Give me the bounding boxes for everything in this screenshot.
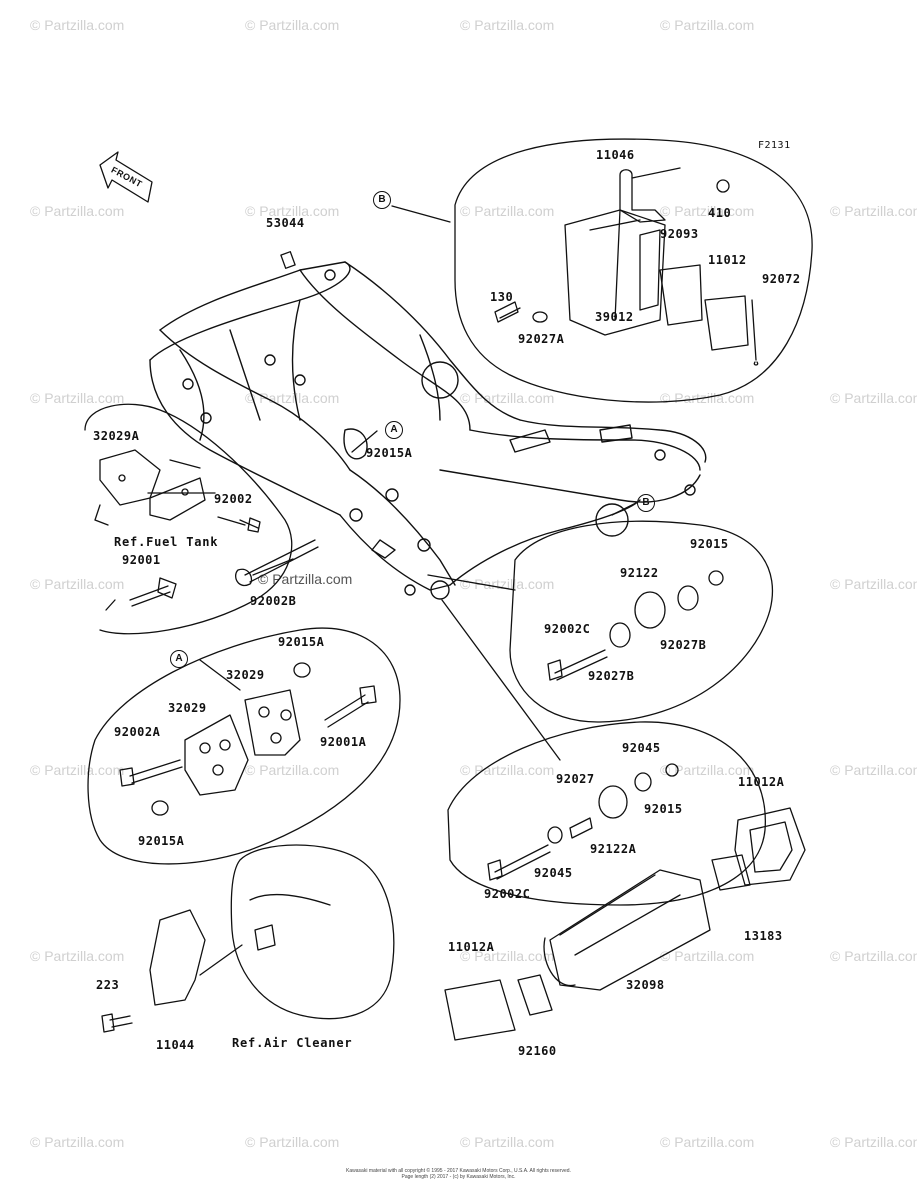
watermark: © Partzilla.com — [830, 576, 917, 592]
watermark: © Partzilla.com — [830, 762, 917, 778]
main-frame — [149, 261, 707, 600]
group-b-parts — [494, 167, 759, 366]
watermark: © Partzilla.com — [30, 390, 125, 406]
watermark: © Partzilla.com — [460, 390, 555, 406]
part-label: 92015 — [644, 802, 683, 816]
part-label: 92002A — [114, 725, 161, 739]
watermark: © Partzilla.com — [830, 203, 917, 219]
group-c-bushing-parts — [487, 763, 679, 881]
ref-air-cleaner: Ref.Air Cleaner — [232, 1036, 353, 1050]
watermark: © Partzilla.com — [660, 1134, 755, 1150]
part-label: 223 — [96, 978, 120, 992]
part-label: 92002C — [484, 887, 531, 901]
watermark: © Partzilla.com — [660, 762, 755, 778]
callout-b: B — [373, 191, 391, 209]
front-direction-arrow: FRONT — [100, 150, 156, 210]
watermark: © Partzilla.com — [30, 203, 125, 219]
watermark: © Partzilla.com — [830, 390, 917, 406]
part-label: 92027B — [588, 669, 635, 683]
part-label: 410 — [708, 206, 732, 220]
part-label: 92015A — [366, 446, 413, 460]
part-label: 92160 — [518, 1044, 557, 1058]
part-label: 92002 — [214, 492, 253, 506]
part-label: 11012 — [708, 253, 747, 267]
watermark-center: © Partzilla.com — [258, 571, 353, 587]
part-label: 130 — [490, 290, 514, 304]
part-label: 92045 — [534, 866, 573, 880]
watermark: © Partzilla.com — [460, 17, 555, 33]
part-label: 32029 — [168, 701, 207, 715]
group-b-bushing-parts — [547, 570, 724, 681]
watermark: © Partzilla.com — [660, 948, 755, 964]
part-label: 92122 — [620, 566, 659, 580]
copyright-line: Page length (2) 2017 - (c) by Kawasaki M… — [401, 1174, 516, 1180]
group-fuel-tank-outline — [84, 403, 293, 635]
part-label: 92002C — [544, 622, 591, 636]
part-label: 32029 — [226, 668, 265, 682]
copyright-notice: Kawasaki material with all copyright © 1… — [0, 1168, 917, 1180]
watermark: © Partzilla.com — [245, 203, 340, 219]
watermark: © Partzilla.com — [460, 1134, 555, 1150]
copyright-line: Kawasaki material with all copyright © 1… — [346, 1168, 571, 1174]
air-duct-assembly — [444, 807, 806, 1041]
ref-fuel-tank: Ref.Fuel Tank — [114, 535, 219, 549]
part-label: 32098 — [626, 978, 665, 992]
part-label: 92001 — [122, 553, 161, 567]
part-label: 92001A — [320, 735, 367, 749]
part-label: 92002B — [250, 594, 297, 608]
part-label: 92122A — [590, 842, 637, 856]
part-label: 39012 — [595, 310, 634, 324]
part-label: 92015 — [690, 537, 729, 551]
watermark: © Partzilla.com — [30, 17, 125, 33]
group-a-plates — [119, 662, 377, 816]
part-label: 13183 — [744, 929, 783, 943]
watermark: © Partzilla.com — [660, 203, 755, 219]
part-label: 11044 — [156, 1038, 195, 1052]
watermark: © Partzilla.com — [245, 390, 340, 406]
diagram-code: F2131 — [758, 140, 791, 151]
group-a-outline — [87, 627, 401, 865]
part-label: 92072 — [762, 272, 801, 286]
part-label: 92027 — [556, 772, 595, 786]
part-label: 92027A — [518, 332, 565, 346]
callout-a: A — [385, 421, 403, 439]
bracket-32029a — [94, 449, 261, 533]
group-c-bushing-outline — [447, 721, 766, 906]
part-label: 92015A — [278, 635, 325, 649]
part-label: 92027B — [660, 638, 707, 652]
part-label: 11046 — [596, 148, 635, 162]
part-label: 32029A — [93, 429, 140, 443]
watermark: © Partzilla.com — [460, 576, 555, 592]
watermark: © Partzilla.com — [245, 1134, 340, 1150]
part-label: 92093 — [660, 227, 699, 241]
group-b-outline — [454, 138, 813, 403]
watermark: © Partzilla.com — [30, 948, 125, 964]
watermark: © Partzilla.com — [245, 17, 340, 33]
watermark: © Partzilla.com — [660, 17, 755, 33]
callout-a: A — [170, 650, 188, 668]
watermark: © Partzilla.com — [460, 762, 555, 778]
part-label: 92045 — [622, 741, 661, 755]
watermark: © Partzilla.com — [460, 203, 555, 219]
watermark: © Partzilla.com — [460, 948, 555, 964]
air-cleaner-ref — [101, 844, 395, 1033]
watermark: © Partzilla.com — [30, 1134, 125, 1150]
part-label: 53044 — [266, 216, 305, 230]
watermark: © Partzilla.com — [245, 762, 340, 778]
part-label: 92015A — [138, 834, 185, 848]
watermark: © Partzilla.com — [830, 948, 917, 964]
watermark: © Partzilla.com — [830, 1134, 917, 1150]
part-label: 11012A — [738, 775, 785, 789]
front-label: FRONT — [109, 164, 144, 190]
part-label: 11012A — [448, 940, 495, 954]
front-arrow-shape — [99, 151, 153, 203]
watermark: © Partzilla.com — [30, 576, 125, 592]
group-b-bushing-outline — [509, 520, 774, 723]
watermark: © Partzilla.com — [30, 762, 125, 778]
callout-b: B — [637, 494, 655, 512]
